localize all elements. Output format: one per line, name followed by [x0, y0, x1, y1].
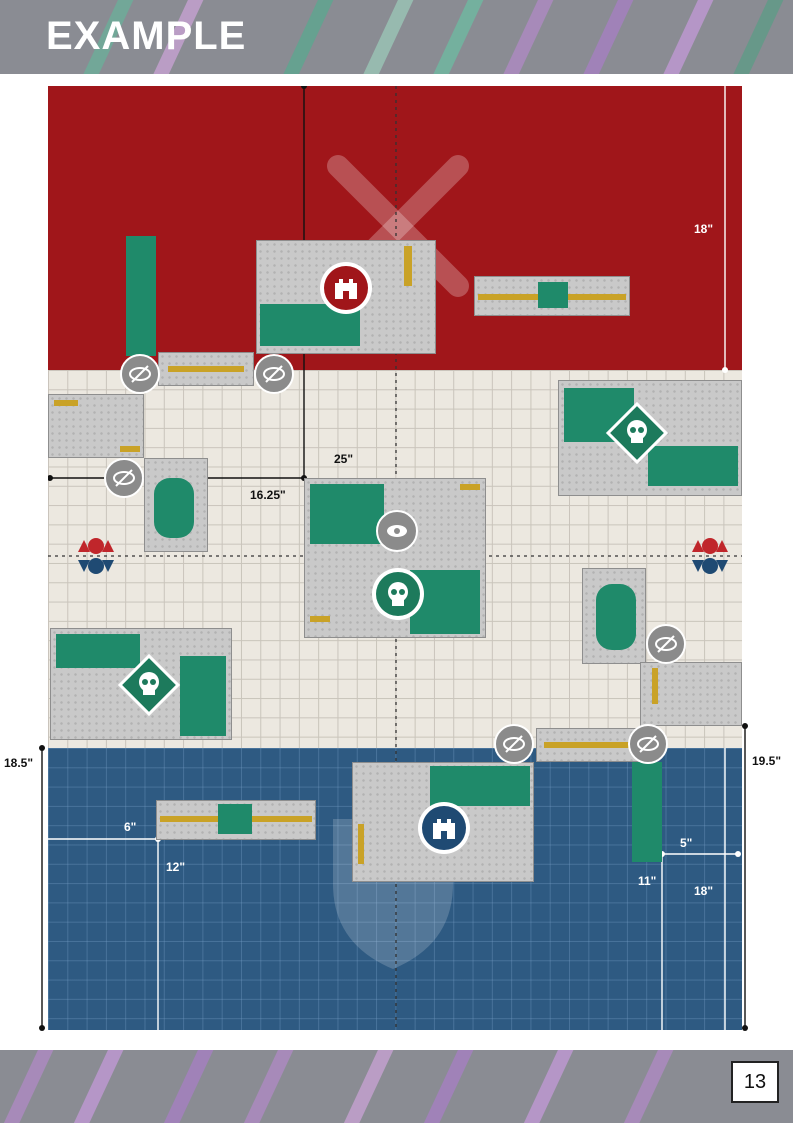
blue-depth-label: 18" — [694, 884, 714, 898]
center-objective-marker — [372, 568, 424, 620]
left-total-label: 18.5" — [4, 756, 34, 770]
castle-icon — [335, 279, 357, 299]
skull-icon — [117, 653, 181, 717]
deployment-arrows-icon — [78, 538, 114, 574]
skull-icon — [605, 401, 669, 465]
blue-long-label: 12" — [166, 860, 186, 874]
page-number-box — [731, 1061, 779, 1103]
battlefield-map: 18" 25" 16.25" 6" 12" 5" 11" 18" — [48, 86, 742, 1030]
eye-slash-icon — [628, 724, 668, 764]
defender-objective-marker — [418, 802, 470, 854]
attacker-objective-marker — [320, 262, 372, 314]
eye-slash-icon — [646, 624, 686, 664]
skull-icon — [388, 582, 408, 606]
blue-short-label: 6" — [124, 820, 137, 834]
page-title: EXAMPLE — [46, 14, 247, 58]
footer-banner — [0, 1050, 793, 1123]
blue-right-small-label: 5" — [680, 836, 693, 850]
wall-terrain — [632, 762, 662, 862]
wall-terrain — [126, 236, 156, 356]
red-depth-label: 18" — [694, 222, 714, 236]
eye-slash-icon — [120, 354, 160, 394]
page-number: 13 — [743, 1071, 767, 1093]
blue-right-mid-label: 11" — [638, 874, 657, 888]
eye-slash-icon — [254, 354, 294, 394]
outer-measurements — [39, 723, 748, 1031]
castle-icon — [433, 819, 455, 839]
eye-icon — [376, 510, 418, 552]
eye-slash-icon — [104, 458, 144, 498]
deployment-arrows-icon — [692, 538, 728, 574]
center-horizontal-label: 25" — [334, 452, 354, 466]
center-vertical-label: 16.25" — [250, 488, 286, 502]
header-banner — [0, 0, 793, 74]
eye-slash-icon — [494, 724, 534, 764]
right-total-label: 19.5" — [752, 754, 782, 768]
